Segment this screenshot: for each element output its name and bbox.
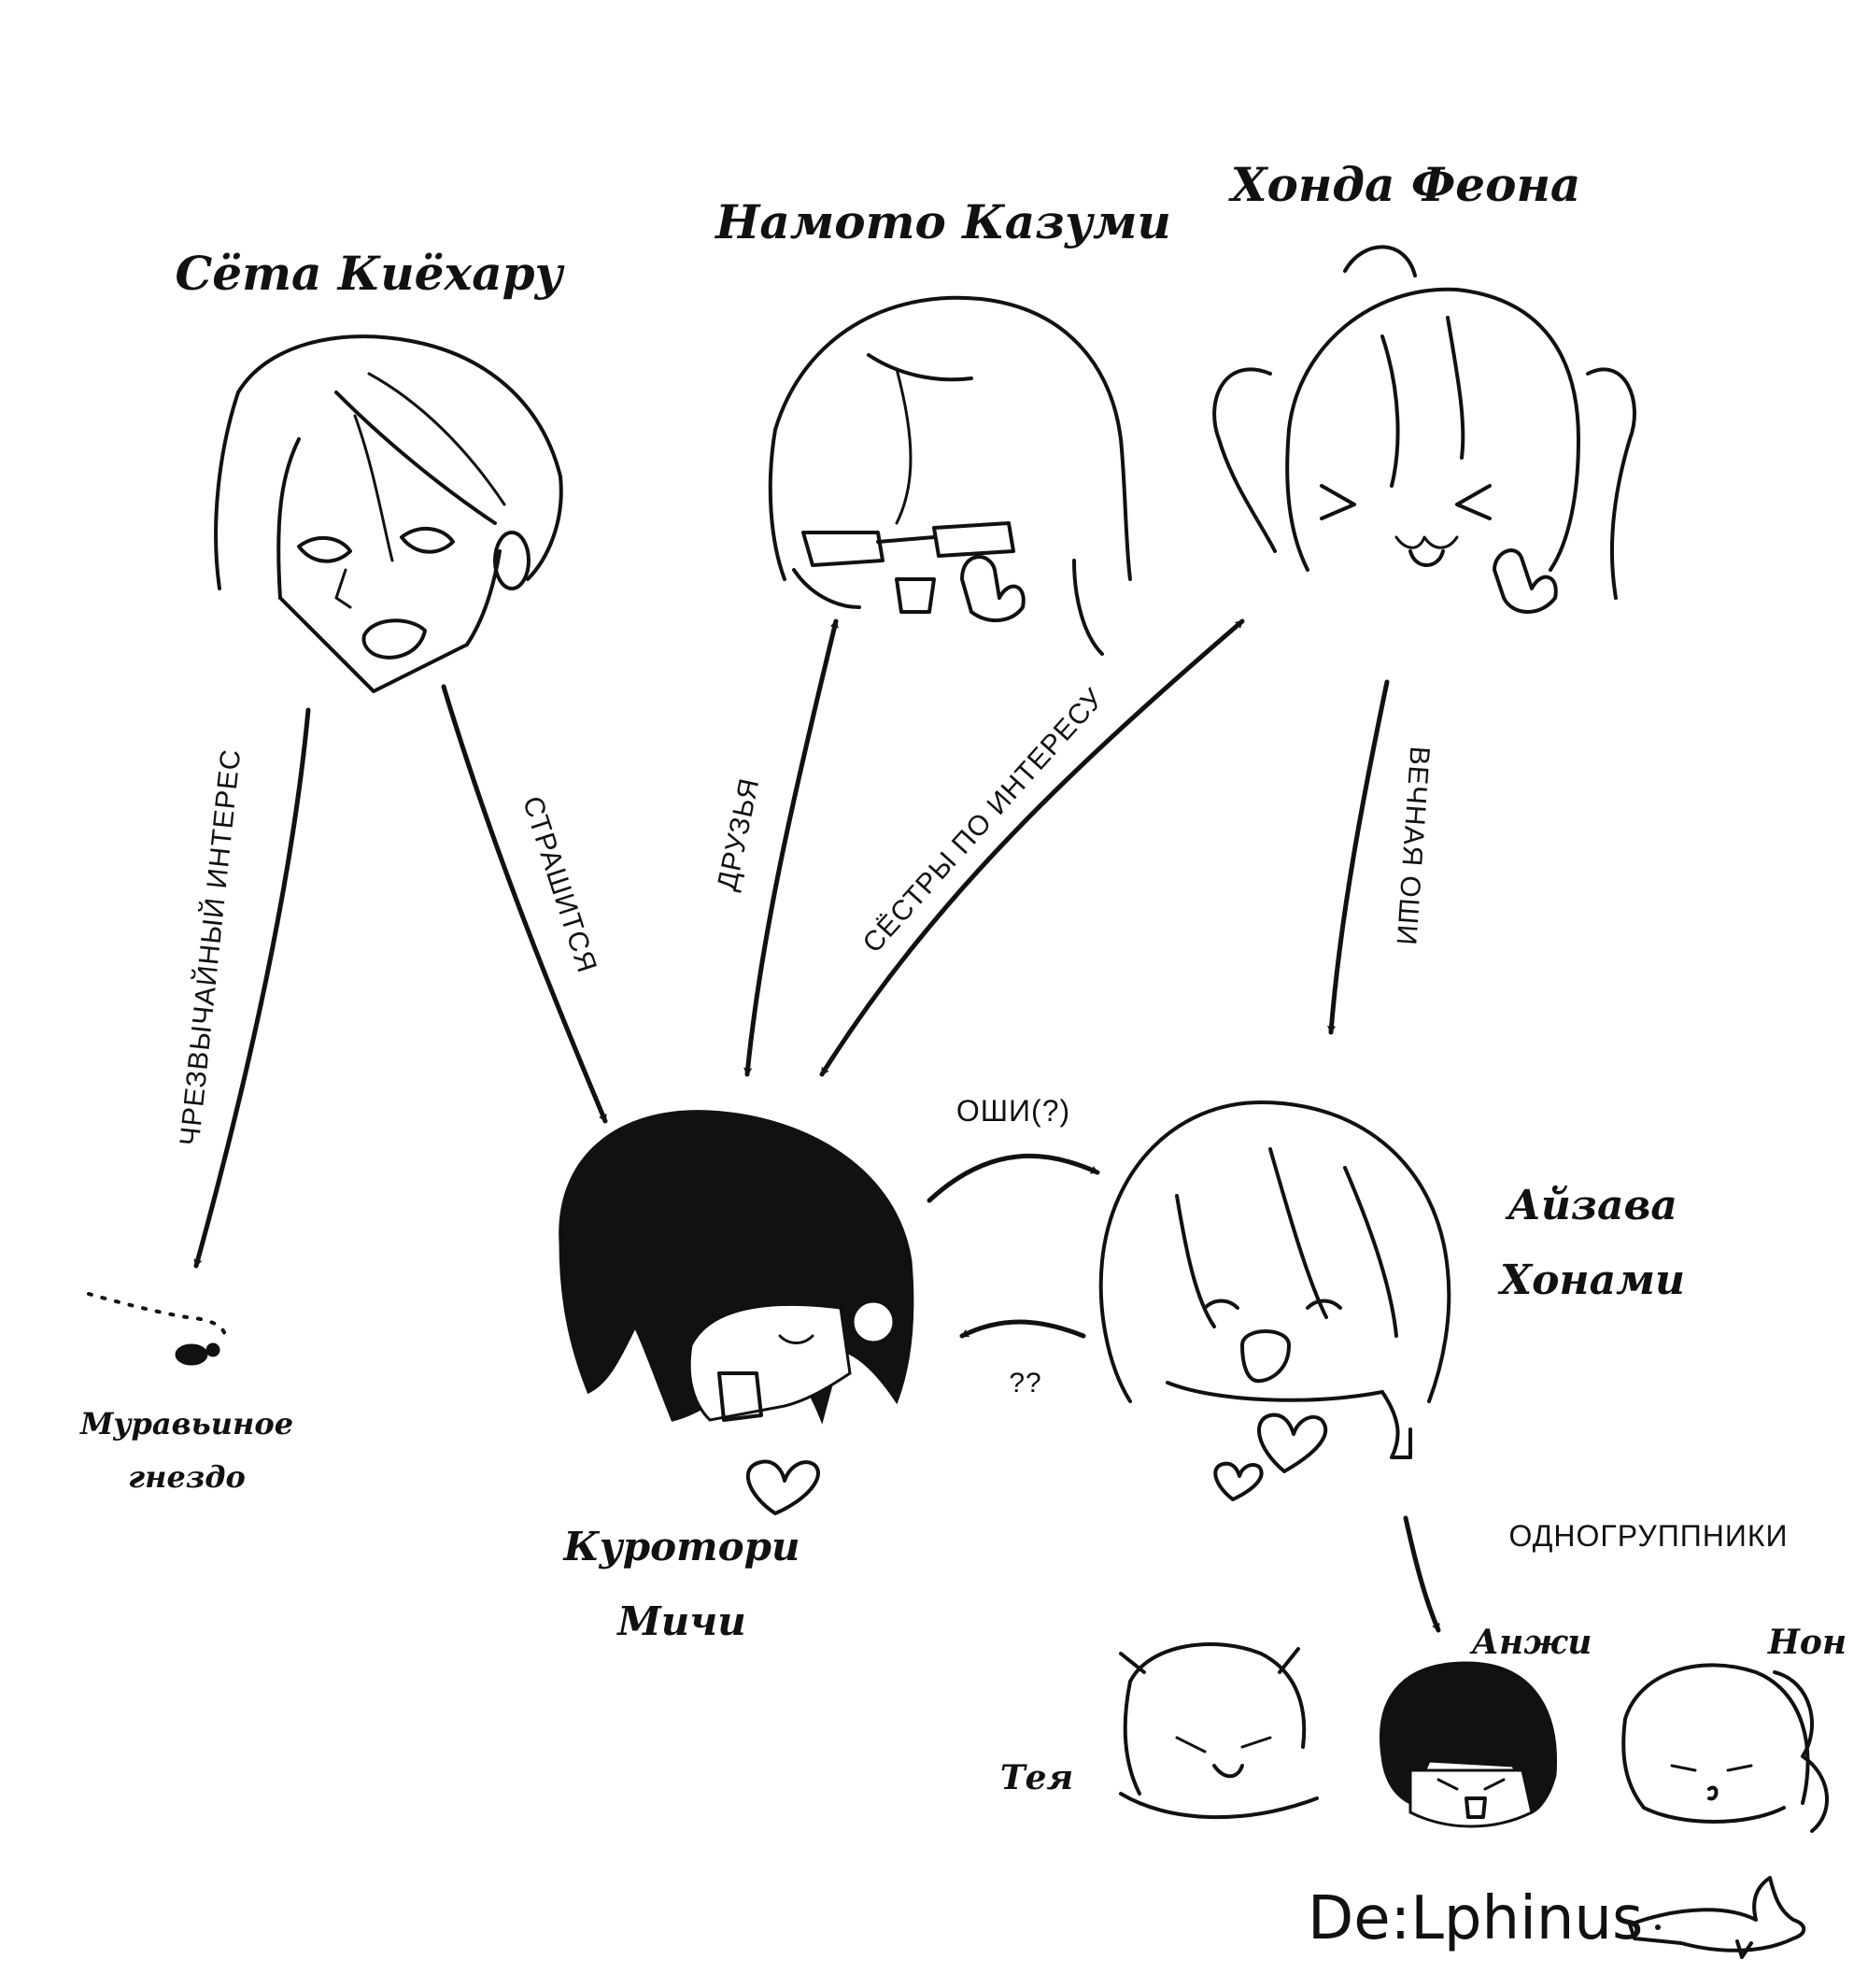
non-face-icon	[1621, 1663, 1829, 1833]
arrow-aizawa-to-groupmates	[1403, 1515, 1441, 1633]
arrow-aizawa-to-kurotori	[959, 1319, 1086, 1339]
name-teya: Тея	[1000, 1758, 1073, 1797]
label-eternal-oshi: ВЕЧНАЯ ОШИ	[1391, 746, 1436, 947]
dolphin-icon	[1628, 1876, 1806, 1959]
label-scared: СТРАШИТСЯ	[517, 792, 602, 976]
name-kurotori-1: Куротори	[562, 1524, 800, 1569]
kurotori-face-icon	[559, 1110, 914, 1425]
teya-face-icon	[1119, 1642, 1319, 1820]
heart-icon	[1257, 1413, 1328, 1473]
kazumi-face-icon	[768, 295, 1132, 656]
label-interest-sisters: СЁСТРЫ ПО ИНТЕРЕСУ	[857, 683, 1111, 959]
aizawa-face-icon	[1098, 1100, 1451, 1459]
name-aizawa-1: Айзава	[1505, 1182, 1677, 1229]
arrow-feona-kurotori	[819, 618, 1245, 1077]
arrow-shota-to-kurotori	[441, 684, 608, 1124]
ant-icon	[87, 1292, 227, 1366]
name-feona: Хонда Феона	[1228, 157, 1581, 212]
shota-face-icon	[214, 334, 563, 693]
anzhi-face-icon	[1380, 1661, 1558, 1828]
name-kazumi: Намото Казуми	[714, 194, 1171, 249]
arrow-shota-to-anthill	[193, 707, 311, 1269]
label-groupmates: ОДНОГРУППНИКИ	[1509, 1519, 1789, 1553]
heart-icon	[745, 1459, 820, 1515]
name-shota: Сёта Киёхару	[175, 246, 564, 301]
name-anthill-2: гнездо	[128, 1459, 246, 1495]
label-friends: ДРУЗЬЯ	[712, 775, 766, 893]
label-oshi-q: ОШИ(?)	[956, 1094, 1070, 1128]
arrow-kurotori-to-aizawa	[927, 1153, 1100, 1203]
label-extreme-interest: ЧРЕЗВЫЧАЙНЫЙ ИНТЕРЕС	[174, 747, 247, 1147]
brand-text: De:Lphinus	[1308, 1884, 1643, 1953]
arrow-feona-to-aizawa	[1327, 679, 1390, 1035]
name-aizawa-2: Хонами	[1497, 1257, 1685, 1304]
name-kurotori-2: Мичи	[616, 1598, 746, 1644]
feona-face-icon	[1212, 245, 1636, 614]
name-anthill-1: Муравьиное	[79, 1406, 293, 1441]
name-anzhi: Анжи	[1469, 1623, 1592, 1662]
label-qq: ??	[1009, 1368, 1041, 1399]
arrow-kazumi-kurotori	[743, 618, 839, 1077]
name-non: Нон	[1767, 1623, 1847, 1662]
heart-icon	[1213, 1461, 1264, 1501]
